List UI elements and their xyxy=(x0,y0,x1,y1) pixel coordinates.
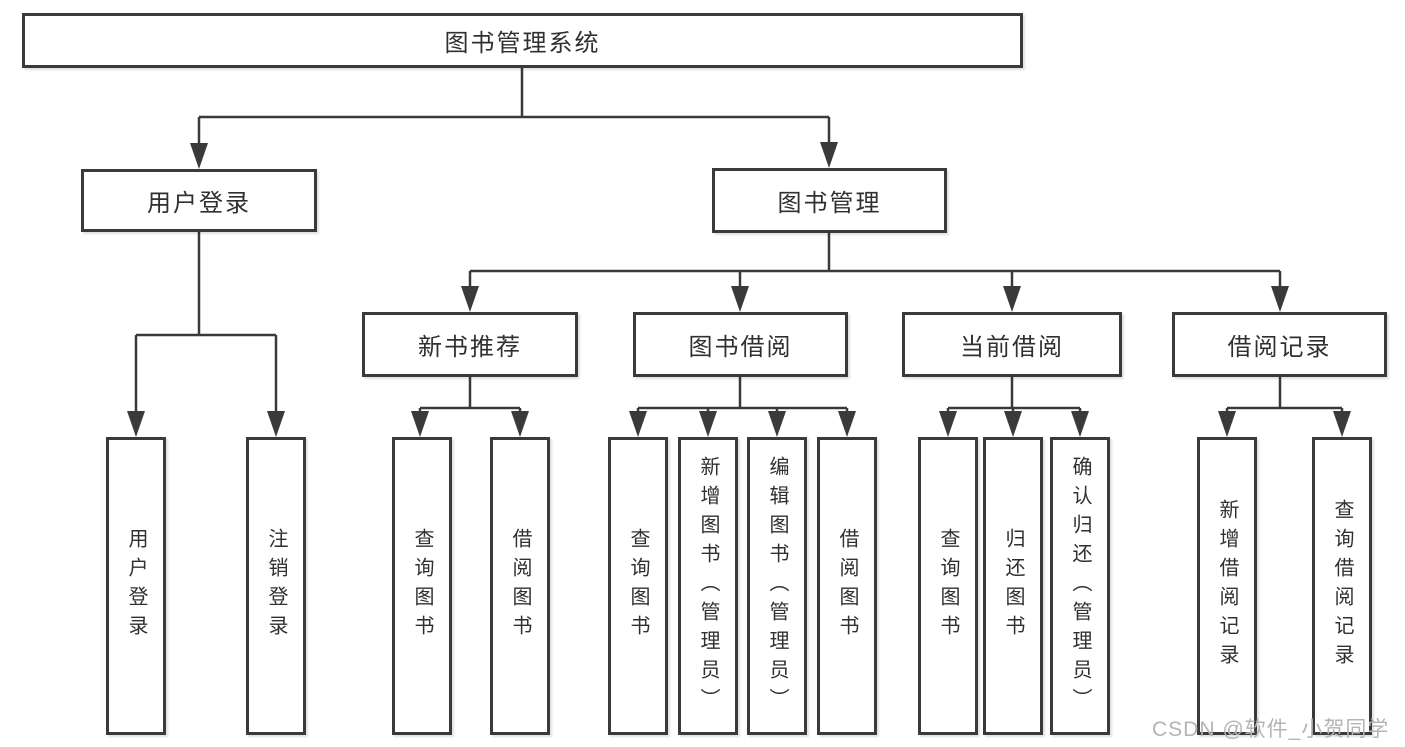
leaf-logout: 注销登录 xyxy=(246,437,306,735)
node-borrowing-records: 借阅记录 xyxy=(1172,312,1387,377)
leaf-add-books-admin: 新增图书（管理员） xyxy=(678,437,738,735)
node-book-management: 图书管理 xyxy=(712,168,947,233)
node-current-borrowing: 当前借阅 xyxy=(902,312,1122,377)
leaf-query-books-borrowing: 查询图书 xyxy=(608,437,668,735)
node-new-book-recommendation: 新书推荐 xyxy=(362,312,578,377)
leaf-borrow-books-recommend: 借阅图书 xyxy=(490,437,550,735)
leaf-borrow-books-borrowing: 借阅图书 xyxy=(817,437,877,735)
csdn-watermark: CSDN @软件_小贺同学 xyxy=(1152,718,1390,741)
leaf-query-books-recommend: 查询图书 xyxy=(392,437,452,735)
leaf-query-books-current: 查询图书 xyxy=(918,437,978,735)
node-user-login: 用户登录 xyxy=(81,169,317,232)
leaf-edit-books-admin: 编辑图书（管理员） xyxy=(747,437,807,735)
node-library-management-system: 图书管理系统 xyxy=(22,13,1023,68)
node-book-borrowing: 图书借阅 xyxy=(633,312,848,377)
leaf-user-login: 用户登录 xyxy=(106,437,166,735)
leaf-query-borrow-record: 查询借阅记录 xyxy=(1312,437,1372,735)
leaf-return-books: 归还图书 xyxy=(983,437,1043,735)
leaf-confirm-return-admin: 确认归还（管理员） xyxy=(1050,437,1110,735)
arrowheads xyxy=(127,142,1351,437)
leaf-add-borrow-record: 新增借阅记录 xyxy=(1197,437,1257,735)
